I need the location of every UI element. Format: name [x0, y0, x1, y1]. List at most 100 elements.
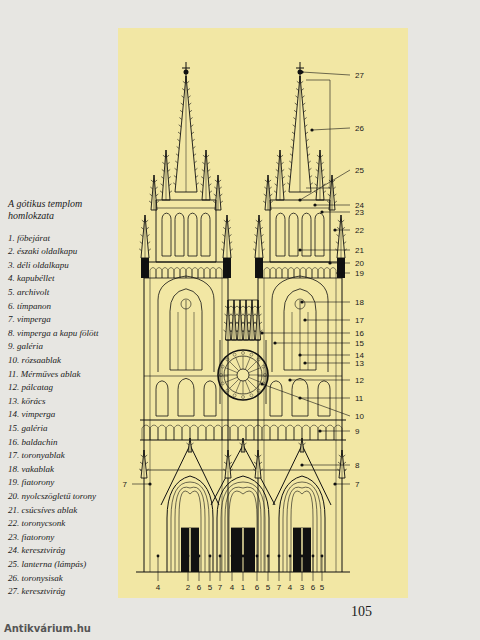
callout-number: 1	[240, 583, 246, 592]
crocket	[179, 125, 182, 127]
callout-number: 23	[354, 208, 365, 217]
legend-item: 21. csúcsíves ablak	[8, 505, 77, 516]
rose-foil	[242, 352, 245, 355]
crocket	[219, 187, 222, 189]
crocket	[175, 168, 178, 170]
crocket	[342, 227, 345, 229]
buttress	[342, 262, 343, 572]
crocket	[315, 177, 318, 179]
crocket	[161, 177, 164, 179]
gallery-arch	[246, 425, 254, 440]
line-stroke	[144, 450, 145, 478]
crocket	[337, 469, 340, 471]
legend-item: 4. kapubéllet	[8, 273, 55, 284]
crocket	[336, 242, 339, 244]
gallery-arch	[270, 425, 278, 440]
finial	[296, 68, 304, 69]
crocket	[334, 194, 337, 196]
leader-dot	[298, 198, 301, 201]
crocket	[323, 191, 326, 193]
crocket	[196, 176, 199, 178]
crocket	[242, 322, 245, 324]
tower-spire	[175, 76, 197, 192]
callout-number: 25	[354, 166, 365, 175]
baldachin-pinnacle	[244, 300, 249, 340]
leader-dot	[187, 555, 190, 558]
gallery-arch	[282, 268, 288, 279]
crocket	[168, 177, 171, 179]
leader-line	[305, 363, 350, 364]
legend-item: 26. toronysisak	[8, 573, 63, 584]
leader-dot	[301, 555, 304, 558]
leader-line	[279, 556, 280, 581]
line-stroke	[228, 300, 258, 301]
crocket	[264, 194, 267, 196]
leader-dot	[320, 210, 323, 213]
crocket	[201, 177, 204, 179]
leader-dot	[219, 555, 222, 558]
leader-dot	[310, 128, 313, 131]
crocket	[177, 139, 180, 141]
gallery-arch	[254, 425, 262, 440]
rose-spoke	[249, 377, 261, 382]
crocket	[260, 469, 263, 471]
gallery-arch	[214, 425, 222, 440]
leader-dot	[273, 341, 276, 344]
crocket	[200, 191, 203, 193]
leader-line	[300, 355, 350, 356]
rose-spoke	[243, 381, 244, 394]
blind-window	[318, 381, 330, 416]
crocket	[293, 118, 296, 120]
crocket	[260, 220, 263, 222]
mullion	[178, 312, 179, 370]
line-stroke	[222, 278, 223, 572]
callout-number: 19	[354, 269, 365, 278]
rose-spoke	[245, 381, 250, 393]
crocket	[230, 242, 233, 244]
bracket	[306, 80, 330, 81]
callout-number: 10	[354, 412, 365, 421]
leader-line	[132, 484, 150, 485]
crocket	[299, 443, 302, 445]
crocket	[289, 161, 292, 163]
leader-line	[302, 465, 350, 466]
crocket	[146, 462, 149, 464]
gable-arch	[158, 276, 214, 372]
leader-line	[322, 556, 323, 581]
crocket	[256, 220, 259, 222]
line-stroke	[240, 300, 241, 340]
lancet-window	[162, 213, 171, 256]
leader-dot	[318, 429, 321, 432]
crocket	[237, 306, 240, 308]
crocket	[160, 191, 163, 193]
panel-background	[118, 28, 408, 598]
line-stroke	[145, 215, 146, 258]
rose-spoke	[236, 381, 241, 393]
crocket	[291, 147, 294, 149]
rose-spoke	[245, 357, 250, 369]
tracery-circle	[295, 299, 305, 309]
leader-line	[262, 384, 350, 416]
crocket	[229, 306, 232, 308]
legend-item: 1. főbejárat	[8, 233, 50, 244]
rose-foil	[221, 382, 224, 385]
crocket	[308, 161, 311, 163]
gallery-arch	[238, 425, 246, 440]
lancet-window	[175, 213, 184, 256]
line-stroke	[190, 438, 191, 452]
lancet-window	[302, 213, 311, 256]
callout-number: 7	[354, 480, 360, 489]
callout-number: 12	[354, 376, 365, 385]
crocket	[253, 469, 256, 471]
buttress	[144, 262, 145, 572]
crocket	[207, 162, 210, 164]
crocket	[306, 139, 309, 141]
page-number: 105	[351, 604, 372, 620]
crocket	[296, 89, 299, 91]
blind-window	[204, 381, 216, 416]
crocket	[145, 455, 148, 457]
crocket	[202, 169, 205, 171]
crocket	[176, 154, 179, 156]
crocket	[253, 306, 256, 308]
crocket	[337, 227, 340, 229]
